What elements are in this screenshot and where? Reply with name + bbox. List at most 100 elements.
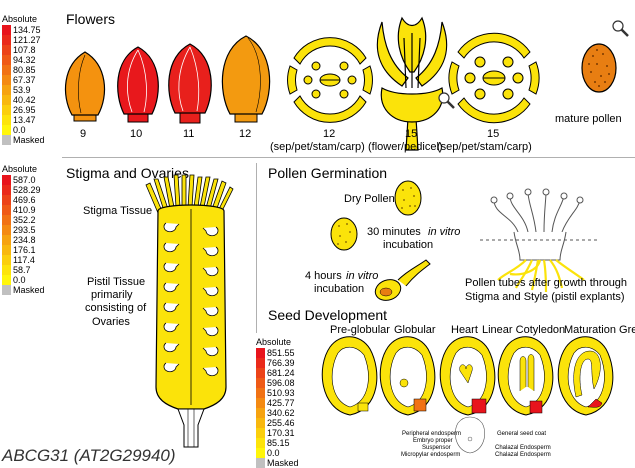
legend-row: Masked [256, 458, 299, 468]
seed-part-chalazal-1: Chalazal Endosperm [495, 445, 551, 451]
legend-label: 170.31 [267, 428, 295, 438]
legend-swatch [2, 255, 11, 265]
legend-label: 352.2 [13, 215, 36, 225]
legend-label: Masked [13, 285, 45, 295]
magnifier-icon [613, 21, 628, 36]
legend-row: 528.29 [2, 185, 41, 195]
legend-swatch [2, 225, 11, 235]
legend-label: 410.9 [13, 205, 36, 215]
pistil-label-1: Pistil Tissue [87, 276, 145, 288]
legend-title: Absolute [2, 164, 37, 174]
legend-swatch [2, 265, 11, 275]
legend-label: 117.4 [13, 255, 35, 265]
four-hours-label: 4 hours [305, 270, 342, 282]
flower-label-11: 11 [183, 128, 194, 140]
seed-part-micropylar: Micropylar endosperm [401, 452, 460, 458]
legend-row: 0.0 [256, 448, 280, 458]
floral-diagram-12 [288, 38, 373, 123]
flower-stage-10 [118, 47, 159, 122]
divider-horizontal [62, 157, 635, 158]
pollen-tubes-label-1: Pollen tubes after growth through [465, 277, 627, 289]
legend-row: Masked [2, 285, 45, 295]
mature-pollen-label: mature pollen [555, 113, 622, 125]
legend-label: 510.93 [267, 388, 295, 398]
magnifier-icon [439, 93, 454, 108]
legend-swatch [2, 205, 11, 215]
legend-label: Masked [267, 458, 299, 468]
seed-linear-cotyledon [498, 337, 553, 415]
pollen-tubes-label-2: Stigma and Style (pistil explants) [465, 291, 625, 303]
flower-label-9: 9 [80, 128, 86, 140]
legend-swatch [2, 275, 11, 285]
flower-sublabel-sep-15: (sep/pet/stam/carp) [437, 141, 532, 153]
seed-globular [380, 337, 435, 415]
legend-label: 234.8 [13, 235, 36, 245]
legend-label: 425.77 [267, 398, 295, 408]
legend-label: 596.08 [267, 378, 295, 388]
flower-stage-12 [222, 36, 269, 122]
floral-diagram-15 [449, 33, 539, 122]
seed-part-chalazal-2: Chalazal Endosperm [495, 452, 551, 458]
legend-row: 469.6 [2, 195, 36, 205]
legend-swatch [2, 185, 11, 195]
pistil-label-3: consisting of [85, 302, 146, 314]
legend-label: 0.0 [13, 275, 26, 285]
flower-stage-9 [65, 52, 104, 121]
seed-title: Seed Development [268, 307, 387, 323]
legend-label: 681.24 [267, 368, 295, 378]
legend-label: 293.5 [13, 225, 36, 235]
gene-label: ABCG31 (AT2G29940) [2, 446, 176, 466]
pistil-drawing [144, 177, 264, 437]
flower-label-15-diagram: 15 [487, 128, 499, 140]
dry-pollen-label: Dry Pollen [344, 193, 395, 205]
mature-pollen [582, 44, 616, 92]
legend-swatch [2, 175, 11, 185]
legend-label: 766.39 [267, 358, 295, 368]
legend-label: 851.55 [267, 348, 295, 358]
flower-label-15: 15 [405, 128, 417, 140]
seed-part-peripheral: Peripheral endosperm [402, 431, 461, 437]
flower-label-12: 12 [239, 128, 251, 140]
legend-row: 176.1 [2, 245, 36, 255]
four-hours-incubation: incubation [314, 283, 364, 295]
seed-preglobular [322, 337, 377, 415]
flower-stage-11 [169, 44, 211, 123]
legend-row: 234.8 [2, 235, 36, 245]
legend-label: 176.1 [13, 245, 36, 255]
seed-heart [440, 337, 495, 415]
flower-label-10: 10 [130, 128, 142, 140]
seed-maturation-green [558, 337, 613, 415]
seed-drawings [310, 335, 630, 425]
legend-row: 0.0 [2, 275, 26, 285]
legend-row: 58.7 [2, 265, 31, 275]
legend-label: 255.46 [267, 418, 295, 428]
thirty-min-invitro: in vitro [428, 226, 460, 238]
seed-part-coat: General seed coat [497, 431, 546, 437]
legend-label: 85.15 [267, 438, 290, 448]
seed-part-embryo: Embryo proper [413, 438, 453, 444]
pistil-label-4: Ovaries [92, 316, 130, 328]
thirty-min-incubation: incubation [383, 239, 433, 251]
flowers-drawings [0, 0, 635, 160]
legend-swatch [256, 438, 265, 448]
legend-row: 293.5 [2, 225, 36, 235]
flower-sublabel-sep: (sep/pet/stam/carp) [270, 141, 365, 153]
legend-label: 58.7 [13, 265, 31, 275]
legend-swatch [2, 195, 11, 205]
legend-row: 410.9 [2, 205, 36, 215]
legend-row: 85.15 [256, 438, 290, 448]
legend-label: 340.62 [267, 408, 295, 418]
pollen-30min [331, 218, 357, 250]
legend-label: 587.0 [13, 175, 36, 185]
legend-row: 117.4 [2, 255, 35, 265]
legend-swatch [2, 245, 11, 255]
flower-sublabel-pedicel: (flower/pedicel) [368, 141, 443, 153]
legend-swatch [256, 458, 265, 468]
legend-row: 587.0 [2, 175, 36, 185]
flower-label-12-diagram: 12 [323, 128, 335, 140]
dry-pollen [395, 181, 421, 215]
legend-swatch [2, 235, 11, 245]
legend-swatch [256, 448, 265, 458]
